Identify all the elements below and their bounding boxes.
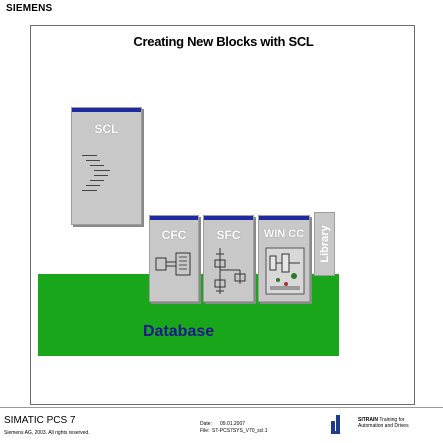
cfc-titlebar xyxy=(150,216,198,220)
cfc-window: CFC xyxy=(149,215,199,302)
sfc-label: SFC xyxy=(216,228,241,242)
library-label: Library xyxy=(318,225,331,263)
library-block: Library xyxy=(314,212,335,276)
database-label: Database xyxy=(143,323,215,340)
sitrain-line2: Automation and Drives xyxy=(358,423,409,429)
wincc-label: WIN CC xyxy=(263,228,305,240)
cfc-diagram-icon xyxy=(155,252,191,276)
footer-copyright: Siemens AG, 2003. All rights reserved. xyxy=(4,430,90,436)
footer-date-value: 09.01.2007 xyxy=(220,421,246,427)
sitrain-text: SITRAIN Training for Automation and Driv… xyxy=(358,417,409,429)
slide-frame: Creating New Blocks with SCL SCL CFC xyxy=(30,25,415,405)
cfc-label: CFC xyxy=(161,228,187,242)
wincc-window: WIN CC xyxy=(258,215,310,302)
scl-window: SCL xyxy=(71,107,142,225)
footer-divider xyxy=(0,407,443,408)
wincc-titlebar xyxy=(259,216,309,220)
sfc-titlebar xyxy=(204,216,253,220)
footer-file-value: ST-PCS7SYS_V70_scl.1 xyxy=(212,428,268,434)
wincc-screen-icon xyxy=(265,247,305,295)
footer-date-label: Date: xyxy=(200,421,212,427)
sitrain-line1: Training for xyxy=(379,417,405,423)
sfc-window: SFC xyxy=(203,215,254,302)
sfc-flow-icon xyxy=(214,248,246,294)
sitrain-logo-icon xyxy=(331,415,340,434)
footer-product: SIMATIC PCS 7 xyxy=(4,415,76,426)
siemens-logo-text: SIEMENS xyxy=(6,3,53,14)
footer-file-label: File: xyxy=(200,428,210,434)
scl-label: SCL xyxy=(94,122,119,136)
slide-title: Creating New Blocks with SCL xyxy=(133,34,314,49)
scl-titlebar xyxy=(72,108,141,112)
sitrain-name: SITRAIN xyxy=(358,417,378,423)
